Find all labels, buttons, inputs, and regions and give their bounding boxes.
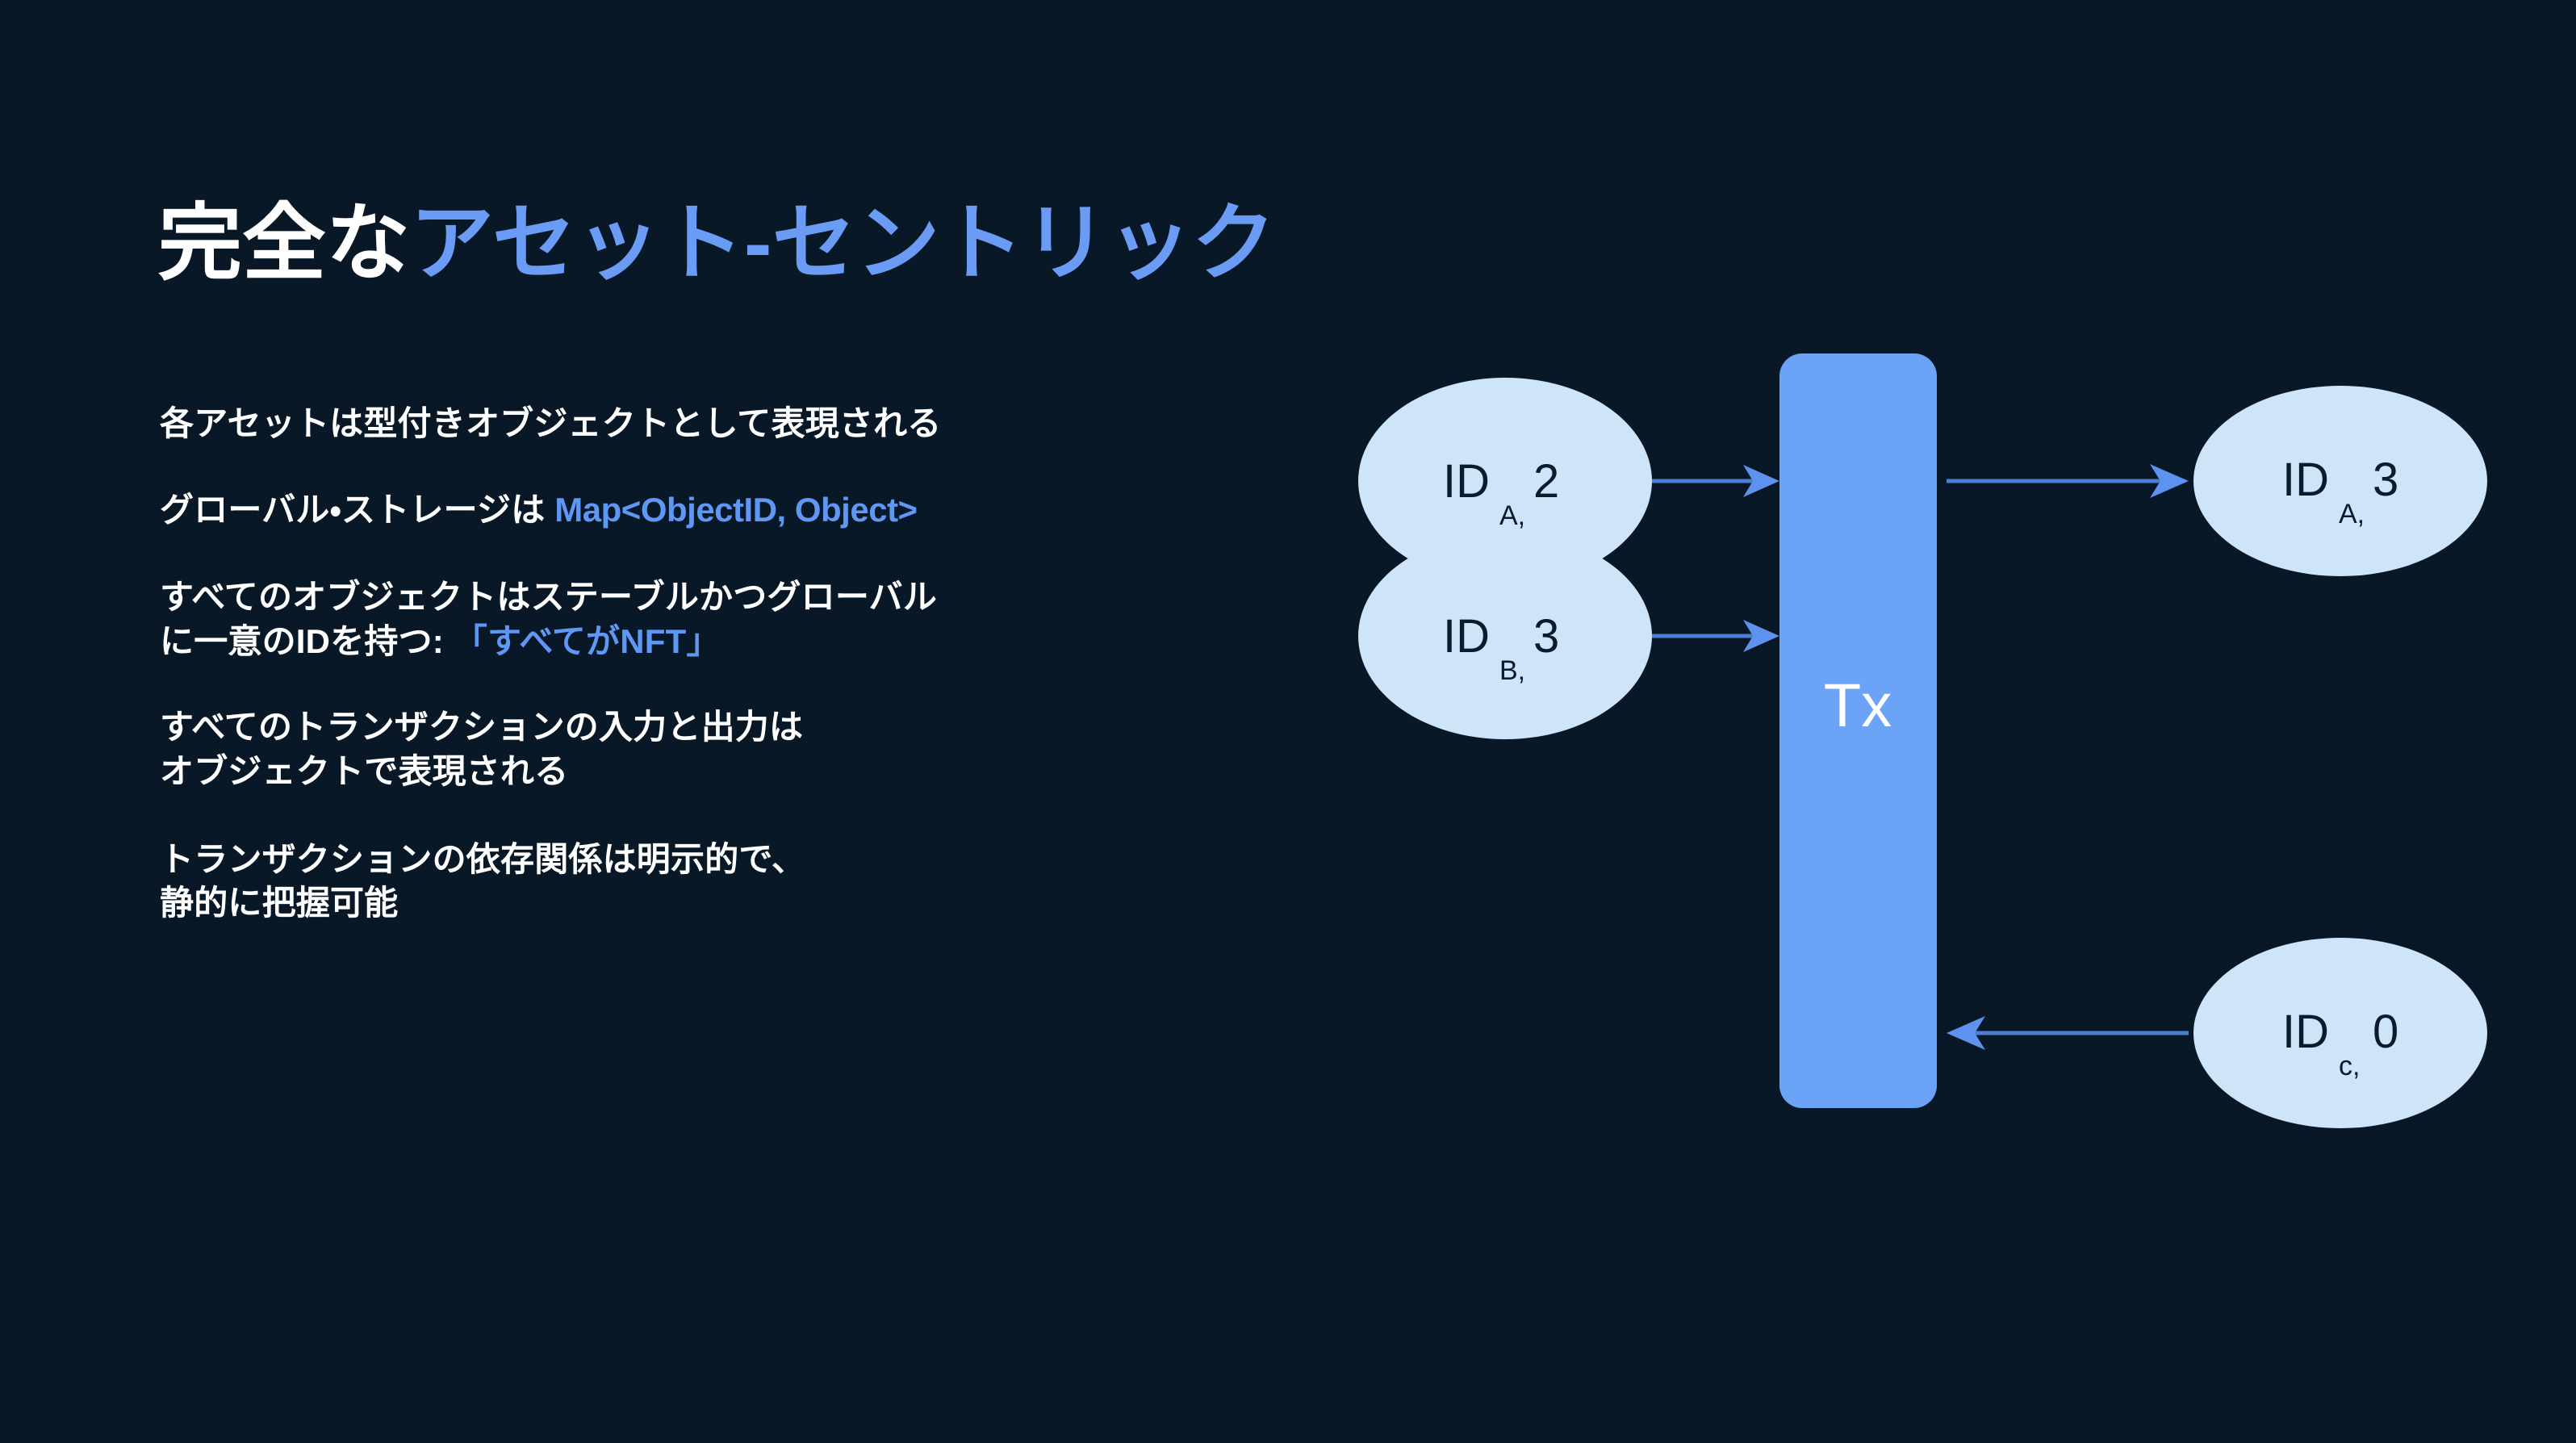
node-id-a-2-base: ID bbox=[1443, 455, 1490, 508]
bullet-list: 各アセットは型付きオブジェクトとして表現される グローバル・ストレージは Map… bbox=[160, 402, 1370, 926]
tx-label: Tx bbox=[1824, 671, 1892, 740]
node-id-b-3[interactable]: ID B, 3 bbox=[1358, 533, 1652, 739]
edge-b3-to-tx bbox=[1648, 620, 1779, 652]
bullet-text: オブジェクトで表現される bbox=[160, 751, 569, 790]
bullet-text: グローバル・ストレージは bbox=[160, 490, 555, 529]
bullet-line: グローバル・ストレージは Map<ObjectID, Object> bbox=[160, 488, 1370, 533]
node-id-c-0-base: ID bbox=[2282, 1006, 2329, 1058]
bullet-item-2: グローバル・ストレージは Map<ObjectID, Object> bbox=[160, 488, 1370, 533]
bullet-line: 各アセットは型付きオブジェクトとして表現される bbox=[160, 402, 1370, 446]
node-id-a-3-version: 3 bbox=[2373, 454, 2398, 506]
node-id-a-2-version: 2 bbox=[1533, 455, 1559, 508]
page-title: 完全なアセット-セントリック bbox=[158, 197, 1276, 291]
bullet-text: すべてのトランザクションの入力と出力は bbox=[160, 708, 804, 747]
bullet-text: に一意のIDを持つ: bbox=[160, 621, 454, 660]
bullet-line: すべてのオブジェクトはステーブルかつグローバル bbox=[160, 575, 1370, 620]
transaction-flow-diagram: Tx bbox=[1340, 323, 2494, 1138]
title-part-white: 完全な bbox=[158, 196, 411, 291]
bullet-text: トランザクションの依存関係は明示的で、 bbox=[160, 839, 806, 878]
bullet-text: 各アセットは型付きオブジェクトとして表現される bbox=[160, 404, 942, 442]
node-id-a-3-base: ID bbox=[2282, 454, 2329, 506]
tx-box: Tx bbox=[1779, 353, 1937, 1108]
bullet-accent-map-type: Map<ObjectID, Object> bbox=[554, 490, 918, 529]
bullet-item-5: トランザクションの依存関係は明示的で、 静的に把握可能 bbox=[160, 838, 1370, 926]
node-id-b-3-subscript: B, bbox=[1499, 655, 1525, 686]
bullet-line: トランザクションの依存関係は明示的で、 bbox=[160, 838, 1370, 882]
node-id-c-0-subscript: c, bbox=[2339, 1051, 2360, 1081]
bullet-item-3: すべてのオブジェクトはステーブルかつグローバル に一意のIDを持つ: 「すべてが… bbox=[160, 575, 1370, 663]
node-id-a-2[interactable]: ID A, 2 bbox=[1358, 378, 1652, 584]
bullet-line: すべてのトランザクションの入力と出力は bbox=[160, 705, 1370, 750]
node-id-b-3-version: 3 bbox=[1533, 610, 1559, 663]
bullet-item-4: すべてのトランザクションの入力と出力は オブジェクトで表現される bbox=[160, 705, 1370, 793]
node-id-c-0-version: 0 bbox=[2373, 1006, 2398, 1058]
bullet-line: 静的に把握可能 bbox=[160, 881, 1370, 926]
bullet-text: 静的に把握可能 bbox=[160, 884, 399, 922]
edge-c0-to-tx bbox=[1947, 1016, 2189, 1050]
bullet-item-1: 各アセットは型付きオブジェクトとして表現される bbox=[160, 402, 1370, 446]
bullet-text: すべてのオブジェクトはステーブルかつグローバル bbox=[160, 578, 938, 617]
edge-a2-to-tx bbox=[1648, 465, 1779, 497]
node-id-b-3-base: ID bbox=[1443, 610, 1490, 663]
bullet-line: に一意のIDを持つ: 「すべてがNFT」 bbox=[160, 620, 1370, 664]
node-id-a-2-subscript: A, bbox=[1499, 500, 1525, 531]
title-part-accent: アセット-セントリック bbox=[410, 196, 1276, 291]
node-id-c-0[interactable]: ID c, 0 bbox=[2193, 938, 2487, 1128]
bullet-line: オブジェクトで表現される bbox=[160, 750, 1370, 794]
bullet-accent-nft: 「すべてがNFT」 bbox=[453, 621, 721, 660]
node-id-a-3[interactable]: ID A, 3 bbox=[2193, 386, 2487, 576]
node-id-a-3-subscript: A, bbox=[2339, 499, 2365, 529]
edge-tx-to-a3 bbox=[1947, 464, 2189, 498]
